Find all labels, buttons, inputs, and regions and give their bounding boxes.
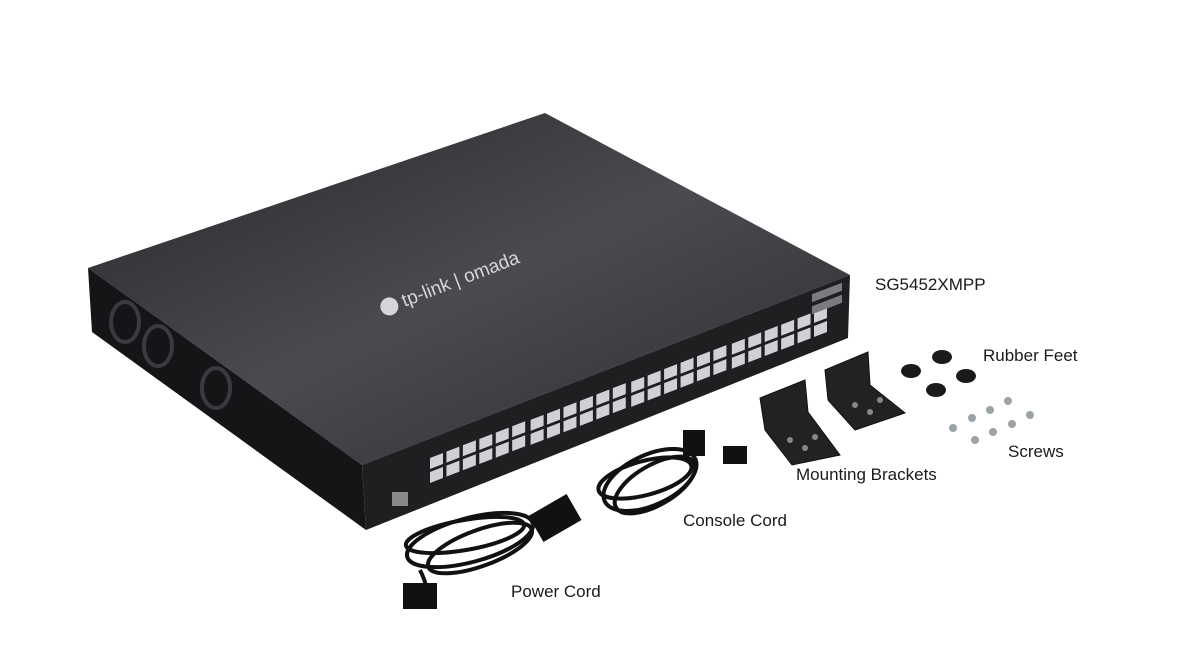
ethernet-port [631, 376, 645, 393]
ethernet-port [530, 428, 544, 445]
ethernet-port [731, 338, 745, 355]
ethernet-port [696, 351, 710, 368]
ethernet-port [446, 460, 460, 477]
ethernet-port [731, 352, 745, 369]
ethernet-port [512, 435, 526, 452]
ethernet-port [713, 359, 727, 376]
ethernet-port [512, 421, 526, 438]
ethernet-port [781, 319, 795, 336]
ethernet-port [563, 416, 577, 433]
ethernet-port [612, 383, 626, 400]
ethernet-port [563, 402, 577, 419]
ethernet-port [814, 321, 827, 337]
sfp-ports [812, 282, 842, 315]
ethernet-port [713, 345, 727, 362]
mounting-brackets-label: Mounting Brackets [796, 465, 937, 484]
ethernet-port [547, 422, 561, 439]
screws [949, 397, 1034, 444]
power-cord-label: Power Cord [511, 582, 601, 601]
ethernet-ports [430, 307, 827, 483]
ethernet-port [579, 395, 593, 412]
ethernet-port [680, 371, 694, 388]
ethernet-port [530, 414, 544, 431]
ethernet-port [479, 433, 493, 450]
ethernet-port [797, 313, 811, 330]
console-port [392, 492, 408, 506]
power-cord [403, 494, 582, 609]
switch-top-face [88, 113, 850, 465]
ethernet-port [462, 440, 476, 457]
ethernet-port [631, 390, 645, 407]
ethernet-port [680, 357, 694, 374]
switch-front-face [362, 275, 850, 530]
rubber-feet-label: Rubber Feet [983, 346, 1078, 365]
model-label: SG5452XMPP [875, 275, 986, 294]
ethernet-port [764, 326, 778, 343]
ethernet-port [797, 327, 811, 344]
console-cord-label: Console Cord [683, 511, 787, 530]
fan-vents [109, 300, 232, 410]
ethernet-port [647, 370, 661, 387]
ethernet-port [596, 403, 610, 420]
ethernet-port [781, 333, 795, 350]
ethernet-port [764, 340, 778, 357]
ethernet-port [430, 453, 443, 469]
ethernet-port [430, 467, 443, 483]
ethernet-port [748, 332, 762, 349]
mounting-brackets [759, 351, 907, 466]
ethernet-port [612, 397, 626, 414]
rubber-feet [901, 350, 976, 397]
screws-label: Screws [1008, 442, 1064, 461]
ethernet-port [596, 389, 610, 406]
ethernet-port [547, 408, 561, 425]
ethernet-port [664, 378, 678, 395]
ethernet-port [579, 409, 593, 426]
ethernet-port [748, 346, 762, 363]
ethernet-port [664, 364, 678, 381]
switch: tp-link | omada [88, 113, 850, 530]
ethernet-port [495, 441, 509, 458]
ethernet-port [495, 427, 509, 444]
ethernet-port [647, 384, 661, 401]
console-cord [596, 430, 747, 516]
ethernet-port [446, 446, 460, 463]
ethernet-port [479, 447, 493, 464]
ethernet-port [696, 365, 710, 382]
ethernet-port [462, 454, 476, 471]
